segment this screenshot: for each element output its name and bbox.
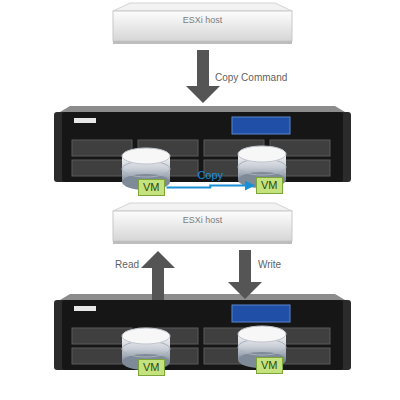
server-illustration <box>113 203 292 244</box>
read-arrow <box>141 251 175 300</box>
server-illustration <box>113 3 292 44</box>
server-label: ESXi host <box>113 213 292 227</box>
node-text: VM <box>261 359 278 372</box>
connector-label: Copy <box>197 169 223 182</box>
node-text: VM <box>143 361 160 374</box>
server-label: ESXi host <box>113 13 292 27</box>
node-text: ESXi host <box>113 13 292 27</box>
vm-box: VM <box>138 359 165 376</box>
command-arrow <box>186 50 220 103</box>
node-text: VM <box>143 181 160 194</box>
vm-box: VM <box>256 357 283 374</box>
copy-connector <box>167 186 255 188</box>
nas-illustration <box>54 294 351 370</box>
vm-box: VM <box>138 179 165 196</box>
arrow-label: Read <box>115 259 139 271</box>
node-text: VM <box>261 179 278 192</box>
write-arrow <box>228 250 262 299</box>
vm-box: VM <box>256 177 283 194</box>
nas-illustration <box>54 106 351 182</box>
arrow-label: Write <box>258 259 281 271</box>
arrow-label: Copy Command <box>215 72 287 84</box>
node-text: ESXi host <box>113 213 292 227</box>
